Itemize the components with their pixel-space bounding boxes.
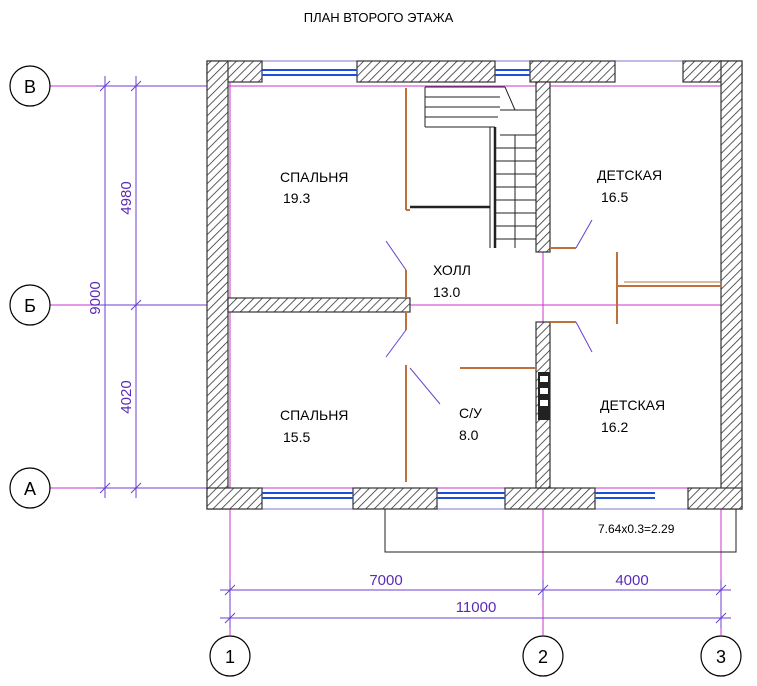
ventilation-duct bbox=[538, 372, 550, 420]
room-name: СПАЛЬНЯ bbox=[280, 407, 348, 423]
dimension-right-horizontal: 4000 bbox=[615, 572, 648, 589]
axis-label-b: Б bbox=[24, 296, 36, 316]
axis-marker-a bbox=[9, 467, 51, 509]
room-name: ХОЛЛ bbox=[433, 262, 471, 278]
room-name: СПАЛЬНЯ bbox=[280, 169, 348, 185]
note-text: 7.64x0.3=2.29 bbox=[598, 522, 675, 536]
grid-axis-lines bbox=[48, 60, 740, 635]
axis-label-a: А bbox=[24, 479, 36, 499]
drawing-title: ПЛАН ВТОРОГО ЭТАЖА bbox=[303, 10, 454, 25]
room-area: 19.3 bbox=[283, 190, 310, 206]
dimension-total-vertical: 9000 bbox=[87, 281, 104, 314]
axis-label-1: 1 bbox=[225, 647, 235, 667]
exterior-walls bbox=[206, 60, 743, 510]
room-area: 13.0 bbox=[433, 284, 460, 300]
dimension-total-horizontal: 11000 bbox=[456, 599, 497, 616]
axis-marker-1 bbox=[209, 635, 251, 677]
area-note: 7.64x0.3=2.29 bbox=[384, 509, 737, 553]
room-area: 15.5 bbox=[283, 429, 310, 445]
room-area: 16.5 bbox=[601, 189, 628, 205]
room-name: ДЕТСКАЯ bbox=[600, 397, 665, 413]
room-name: ДЕТСКАЯ bbox=[597, 167, 662, 183]
room-area: 16.2 bbox=[601, 419, 628, 435]
staircase bbox=[410, 86, 536, 248]
axis-marker-3 bbox=[700, 635, 742, 677]
door-swings bbox=[385, 219, 593, 405]
axis-markers bbox=[9, 65, 742, 677]
dimension-lines bbox=[96, 76, 731, 628]
room-labels: СПАЛЬНЯ 19.3 ДЕТСКАЯ 16.5 ХОЛЛ 13.0 СПАЛ… bbox=[280, 167, 665, 445]
dimension-upper-vertical: 4980 bbox=[118, 181, 135, 214]
axis-label-v: В bbox=[24, 77, 36, 97]
partitions-and-doors bbox=[405, 88, 721, 482]
axis-marker-2 bbox=[522, 635, 564, 677]
room-name: С/У bbox=[459, 405, 482, 421]
axis-label-3: 3 bbox=[716, 647, 726, 667]
axis-label-2: 2 bbox=[538, 647, 548, 667]
dimension-lower-vertical: 4020 bbox=[118, 380, 135, 413]
dimension-left-horizontal: 7000 bbox=[369, 572, 402, 589]
axis-marker-b bbox=[9, 284, 51, 326]
room-area: 8.0 bbox=[459, 427, 479, 443]
windows bbox=[262, 69, 655, 499]
interior-walls bbox=[227, 81, 551, 489]
axis-marker-v bbox=[9, 65, 51, 107]
